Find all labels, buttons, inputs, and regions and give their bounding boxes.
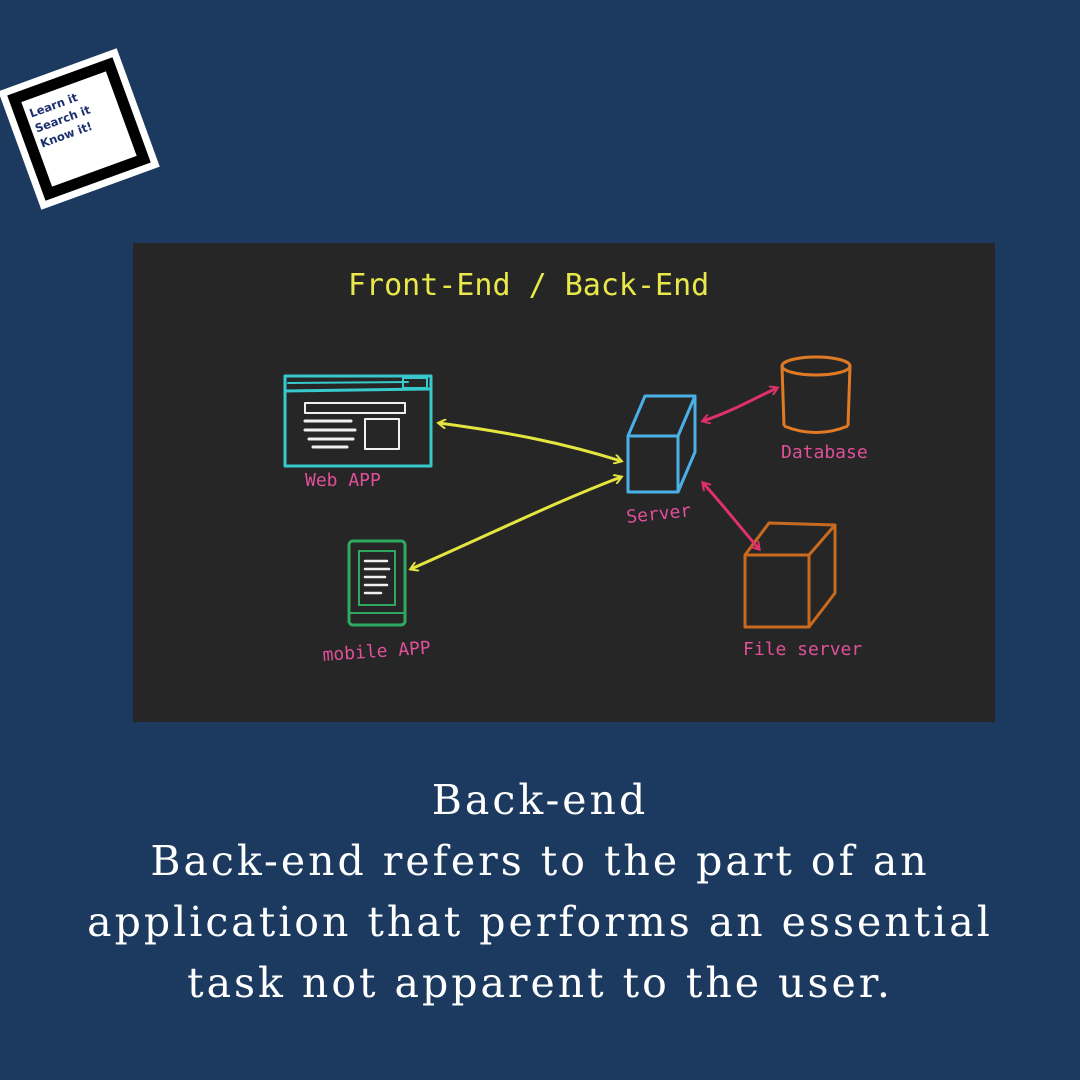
chalkboard-diagram: Front-End / Back-End Web APP mob (133, 243, 995, 722)
web-app-icon (283, 374, 433, 468)
caption: Back-end Back-end refers to the part of … (40, 770, 1040, 1014)
diagram-canvas: Front-End / Back-End Web APP mob (283, 268, 868, 666)
logo-frame: Learn it Search it Know it! (7, 57, 151, 201)
web-server-arrow (439, 423, 621, 461)
caption-line-3: task not apparent to the user. (187, 959, 893, 1007)
server-icon (626, 394, 697, 494)
mobile-app-label: mobile APP (322, 637, 432, 666)
file-server-icon (743, 521, 837, 629)
mobile-server-arrow (411, 477, 621, 569)
database-label: Database (781, 442, 868, 463)
web-app-label: Web APP (305, 470, 381, 491)
database-icon (780, 355, 852, 434)
caption-line-1: Back-end refers to the part of an (150, 837, 930, 885)
caption-heading: Back-end (431, 776, 649, 824)
caption-line-2: application that performs an essential (87, 898, 993, 946)
server-label: Server (625, 500, 692, 528)
server-database-arrow (703, 388, 777, 421)
diagram-title: Front-End / Back-End (348, 268, 709, 303)
mobile-app-icon (347, 539, 407, 627)
logo-badge: Learn it Search it Know it! (0, 48, 160, 210)
file-server-label: File server (743, 639, 862, 660)
server-file-server-arrow (703, 483, 759, 549)
